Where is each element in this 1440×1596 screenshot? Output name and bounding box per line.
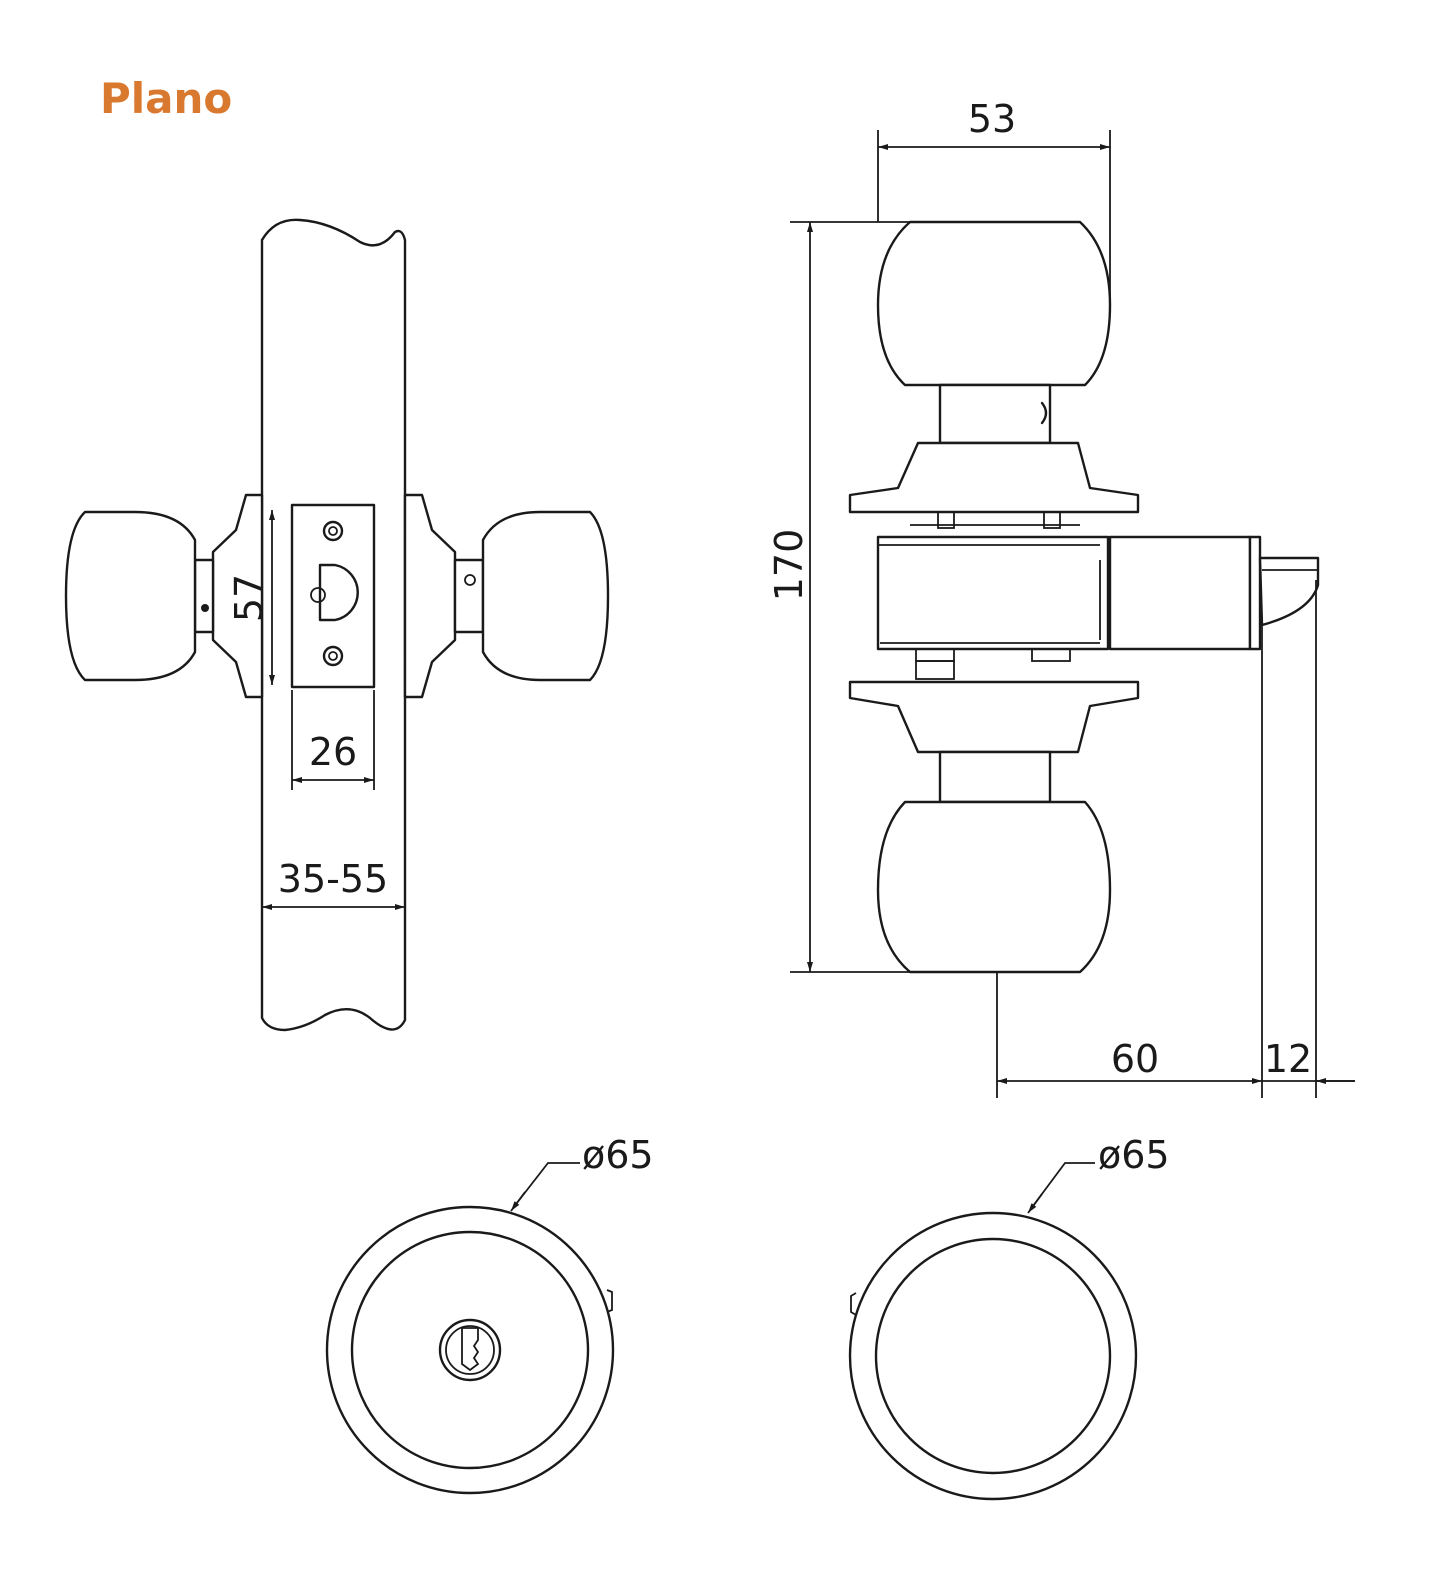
top-neck bbox=[938, 383, 1052, 445]
right-rose bbox=[403, 493, 457, 699]
left-rose bbox=[211, 493, 264, 699]
right-neck bbox=[453, 558, 485, 634]
dim-35-55-label: 35-55 bbox=[278, 857, 388, 901]
latch-bolt bbox=[318, 563, 359, 622]
bottom-neck bbox=[938, 750, 1052, 804]
dim-53-label: 53 bbox=[968, 97, 1016, 141]
left-neck bbox=[193, 558, 215, 634]
dim-o65-right-label: ø65 bbox=[1098, 1133, 1170, 1177]
top-knob bbox=[876, 220, 1112, 387]
outer-rose-circle bbox=[325, 1205, 615, 1495]
right-knob bbox=[481, 510, 610, 682]
dim-60-label: 60 bbox=[1111, 1037, 1159, 1081]
bottom-rose bbox=[848, 680, 1140, 754]
inner-knob-circle bbox=[350, 1230, 590, 1470]
right-pin bbox=[464, 574, 476, 586]
dim-170-label: 170 bbox=[767, 529, 811, 602]
keyway-icon bbox=[461, 1327, 480, 1372]
outer-rose-circle-right bbox=[848, 1211, 1138, 1501]
inside-rose-view: ø65 bbox=[848, 1133, 1170, 1501]
dim-26-label: 26 bbox=[309, 730, 357, 774]
drawing-title: Plano bbox=[100, 74, 232, 123]
latch-housing bbox=[1108, 535, 1252, 651]
left-knob bbox=[64, 510, 197, 682]
latch-tongue bbox=[1258, 556, 1320, 627]
faceplate-screw-top bbox=[322, 520, 344, 542]
faceplate-screw-bottom bbox=[322, 645, 344, 667]
left-pin bbox=[201, 604, 209, 612]
lock-body bbox=[876, 535, 1110, 651]
outside-rose-view: ø65 bbox=[325, 1133, 654, 1495]
bottom-knob bbox=[876, 800, 1112, 974]
top-rose bbox=[848, 441, 1140, 514]
dim-12-label: 12 bbox=[1264, 1037, 1312, 1081]
key-cylinder bbox=[438, 1318, 502, 1382]
inner-knob-circle-right bbox=[874, 1237, 1112, 1475]
dim-57-label: 57 bbox=[227, 574, 271, 622]
side-elevation-view: 53 170 60 12 bbox=[767, 97, 1355, 1098]
dim-o65-left-label: ø65 bbox=[582, 1133, 654, 1177]
door-section-view: 57 26 35-55 bbox=[64, 218, 610, 1032]
